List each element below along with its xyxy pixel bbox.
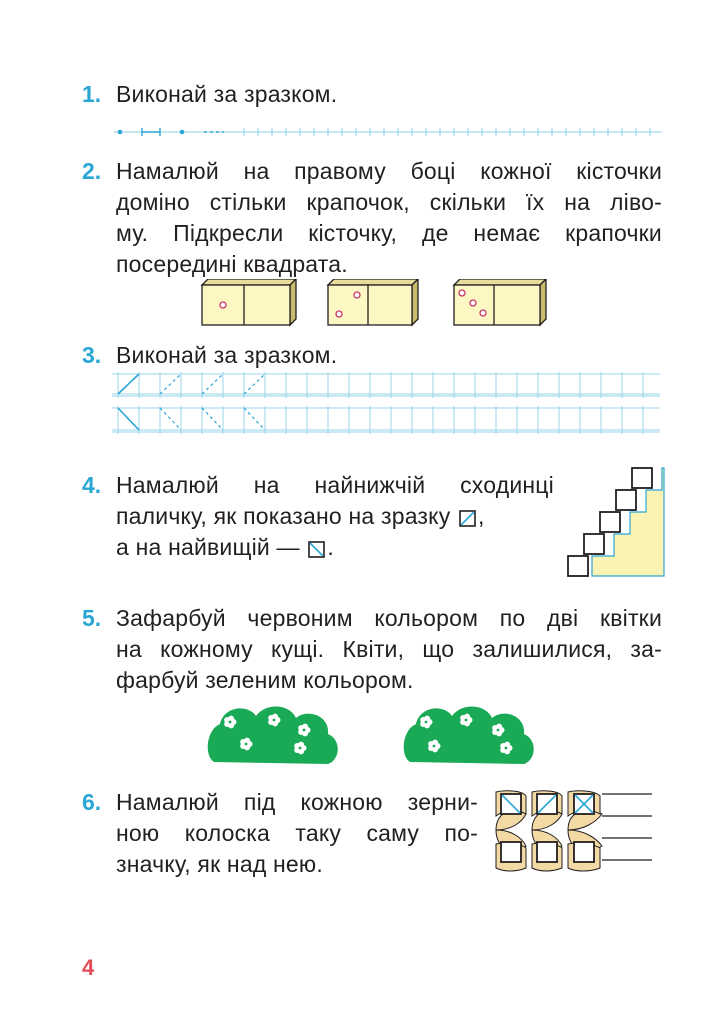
task-text-line: доміно стільки крапочок, скільки їх на л… xyxy=(116,189,662,215)
task-text-line: значку, як над нею. xyxy=(116,851,323,877)
task-5: 5. Зафарбуй червоним кольором по дві кві… xyxy=(82,603,662,697)
task-text-line: а на найвищій — xyxy=(116,534,300,560)
task-text-line: , xyxy=(477,503,485,529)
task-text: Виконай за зразком. xyxy=(116,342,338,368)
stroke-grid-exercise xyxy=(112,372,660,434)
bushes-illustration xyxy=(207,706,534,764)
task-text-line: Зафарбуй червоним кольором по дві квітки xyxy=(116,605,662,631)
task-number: 2. xyxy=(82,158,102,184)
wheat-ear-illustration xyxy=(495,790,652,872)
sample-forward-slash-icon xyxy=(459,510,476,527)
domino-1 xyxy=(200,279,297,327)
task-text-line: Намалюй на правому боці кожної кісточки xyxy=(116,158,662,184)
flower xyxy=(460,713,473,727)
page-number: 4 xyxy=(82,955,95,980)
flower xyxy=(500,741,513,755)
task-2: 2. Намалюй на правому боці кожної кісточ… xyxy=(82,156,662,280)
task-text-line: фарбуй зеленим кольором. xyxy=(116,667,414,693)
task-number: 3. xyxy=(82,342,102,368)
task-1: 1. Виконай за зразком. xyxy=(82,79,662,111)
task-number: 5. xyxy=(82,605,102,631)
flower xyxy=(420,715,433,729)
task-3: 3. Виконай за зразком. xyxy=(82,340,662,372)
task-text-line: Намалюй на найнижчій сходинці xyxy=(116,472,554,498)
task-text: Виконай за зразком. xyxy=(116,81,338,107)
task-number: 6. xyxy=(82,789,102,815)
task-text-line: ною колоска таку саму по- xyxy=(116,820,478,846)
task-text-line: му. Підкресли кісточку, де немає крапочк… xyxy=(116,220,662,246)
flower xyxy=(294,741,307,755)
flower xyxy=(240,737,253,751)
task-text-line: . xyxy=(327,534,334,560)
task-number: 4. xyxy=(82,472,102,498)
task-text-line: посередині квадрата. xyxy=(116,251,348,277)
task-text-line: Намалюй під кожною зерни- xyxy=(116,789,478,815)
domino-3 xyxy=(452,279,547,327)
task-6: 6. Намалюй під кожною зерни- ною колоска… xyxy=(82,787,482,881)
staircase-illustration xyxy=(567,467,665,577)
sample-back-slash-icon xyxy=(308,541,326,558)
task-number: 1. xyxy=(82,81,102,107)
task-text-line: паличку, як показано на зразку xyxy=(116,503,451,529)
task-4: 4. Намалюй на найнижчій сходинці паличку… xyxy=(82,470,562,566)
flower xyxy=(268,713,281,727)
domino-2 xyxy=(326,279,419,327)
flower xyxy=(224,715,237,729)
task-text-line: на кожному кущі. Квіти, що залишилися, з… xyxy=(116,636,662,662)
flower xyxy=(492,723,505,737)
flower xyxy=(298,723,311,737)
flower xyxy=(428,739,441,753)
dotted-line-exercise xyxy=(114,128,662,136)
domino-pieces xyxy=(200,279,547,327)
